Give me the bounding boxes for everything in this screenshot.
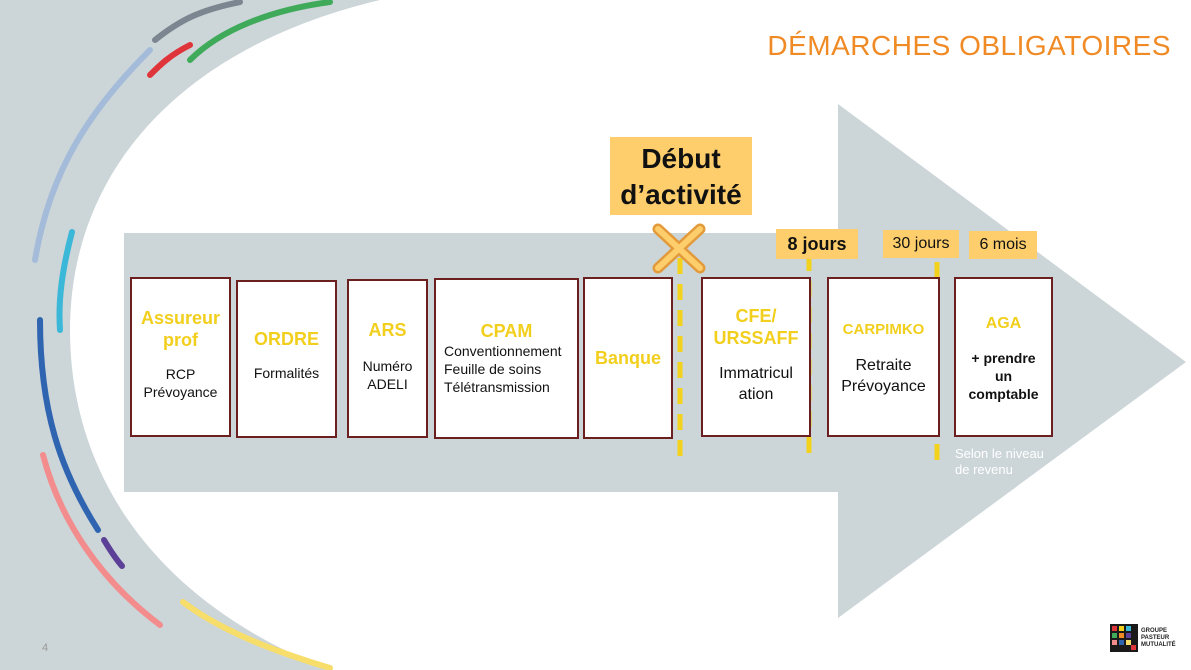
step-heading: ARS [368, 320, 407, 340]
logo-mark-icon [1110, 624, 1138, 652]
step-heading: CFE/ [735, 306, 777, 326]
step-heading: AGA [985, 315, 1022, 332]
step-detail: Immatricul [719, 365, 793, 382]
step-detail: Prévoyance [841, 378, 926, 395]
step-detail: un [994, 368, 1013, 384]
step-detail: ation [738, 386, 774, 403]
step-ars: ARS Numéro ADELI [347, 279, 428, 438]
milestone-8-jours: 8 jours [776, 229, 858, 259]
step-detail: + prendre [971, 350, 1036, 366]
step-assureur: Assureur prof RCP Prévoyance [130, 277, 231, 437]
logo-line-3: MUTUALITÉ [1141, 642, 1176, 648]
start-line-2: d’activité [620, 179, 742, 210]
step-heading: CARPIMKO [842, 321, 925, 338]
note-line-2: de revenu [955, 462, 1013, 477]
step-detail: Numéro [362, 358, 413, 374]
start-line-1: Début [641, 143, 721, 174]
milestone-6-mois: 6 mois [969, 231, 1037, 259]
note-line-1: Selon le niveau [955, 446, 1044, 461]
step-detail: RCP [165, 366, 196, 382]
step-detail: Télétransmission [444, 379, 550, 395]
step-detail: ADELI [367, 376, 408, 392]
start-activity-box: Début d’activité [610, 137, 752, 215]
page-number: 4 [42, 642, 49, 654]
slide-title: DÉMARCHES OBLIGATOIRES [767, 30, 1171, 61]
milestone-30-jours: 30 jours [883, 230, 959, 258]
step-heading: Assureur [140, 308, 221, 328]
start-cross-icon [652, 223, 706, 274]
step-heading: URSSAFF [713, 328, 799, 348]
logo-text: GROUPE PASTEUR MUTUALITÉ [1141, 628, 1176, 649]
step-banque: Banque [583, 277, 673, 439]
step-detail: Conventionnement [444, 343, 562, 359]
step-detail: Prévoyance [143, 384, 218, 400]
step-heading: CPAM [480, 321, 533, 341]
logo-line-1: GROUPE [1141, 628, 1168, 634]
step-heading: prof [163, 330, 198, 350]
decorative-arcs [32, 0, 333, 670]
revenue-note: Selon le niveau de revenu [955, 446, 1044, 478]
step-heading: Banque [594, 348, 661, 368]
company-logo: GROUPE PASTEUR MUTUALITÉ [1110, 624, 1180, 656]
step-carpimko: CARPIMKO Retraite Prévoyance [827, 277, 940, 437]
step-detail: Formalités [253, 365, 320, 381]
step-detail: comptable [968, 386, 1039, 402]
step-detail: Retraite [855, 357, 912, 374]
step-cfe-urssaff: CFE/ URSSAFF Immatricul ation [701, 277, 811, 437]
step-heading: ORDRE [253, 329, 319, 349]
step-cpam: CPAM Conventionnement Feuille de soins T… [434, 278, 579, 439]
step-aga: AGA + prendre un comptable [954, 277, 1053, 437]
step-detail: Feuille de soins [444, 361, 542, 377]
logo-line-2: PASTEUR [1141, 635, 1170, 641]
step-ordre: ORDRE Formalités [236, 280, 337, 438]
